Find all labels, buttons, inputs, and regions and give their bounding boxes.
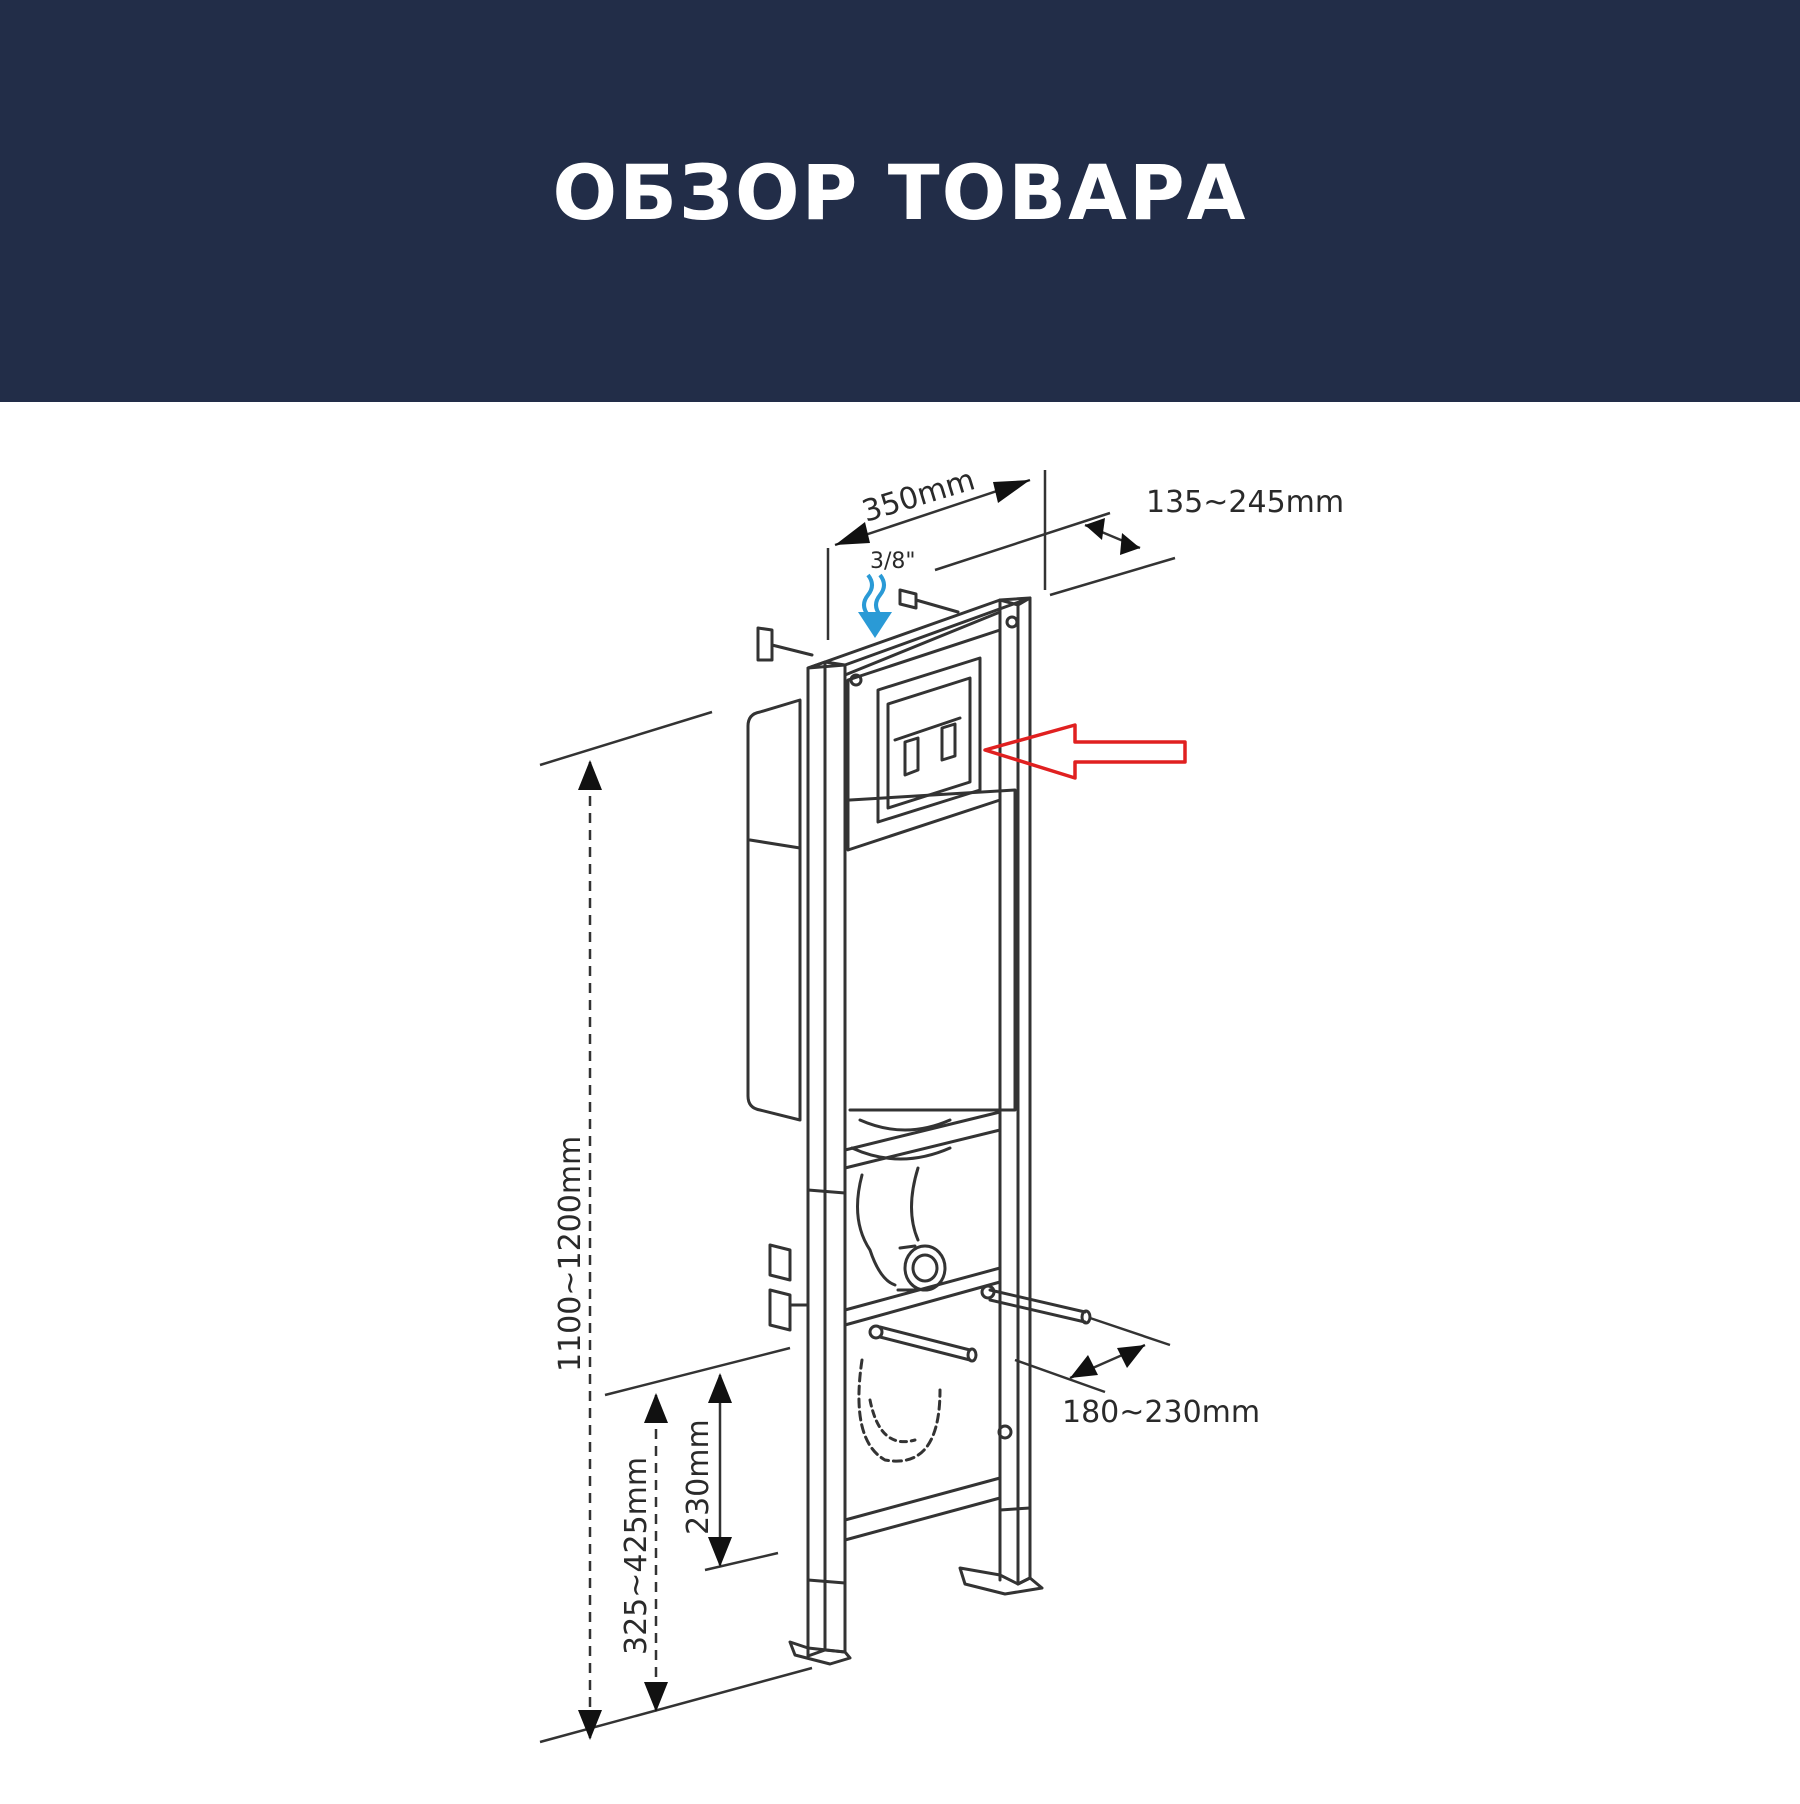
bolt-spacing-label: 230mm: [681, 1419, 716, 1535]
width-extension-lines: [826, 470, 1047, 640]
flush-plate-frame: [846, 615, 1019, 852]
drain-pipe: [856, 1166, 947, 1292]
height-label: 1100~1200mm: [553, 1136, 588, 1372]
installation-diagram: 350mm 135~245mm 3/8" 1100~1200mm 325~425…: [0, 402, 1800, 1800]
depth-extension-lines: [934, 511, 1176, 597]
studs-label: 180~230mm: [1062, 1395, 1260, 1430]
frame-drawing: 350mm 135~245mm 3/8" 1100~1200mm 325~425…: [539, 462, 1344, 1744]
floor-to-outlet-label: 325~425mm: [619, 1457, 654, 1655]
frame-top-rail: [806, 596, 1032, 677]
height-top-extension: [539, 710, 713, 767]
page-title: ОБЗОР ТОВАРА: [552, 148, 1248, 237]
outlet-extension: [604, 1346, 791, 1397]
cistern-tank: [746, 698, 1017, 1161]
header-banner: ОБЗОР ТОВАРА: [0, 0, 1800, 402]
water-inlet-arrow: [858, 573, 892, 638]
water-inlet-label: 3/8": [870, 549, 916, 574]
bolt-extension: [704, 1551, 779, 1572]
wall-hooks: [756, 588, 960, 1332]
width-label: 350mm: [858, 462, 979, 529]
frame-bottom-rail: [843, 1476, 1002, 1542]
frame-middle-rail: [843, 1110, 1002, 1170]
floor-extension: [539, 1666, 813, 1744]
dimension-arrowheads: [578, 480, 1145, 1740]
stud-extension-lines: [1014, 1316, 1171, 1394]
wc-mount-bracket: [843, 1266, 1092, 1363]
flex-hose: [857, 1358, 1013, 1463]
depth-label: 135~245mm: [1146, 485, 1344, 520]
flush-plate-pointer-arrow: [983, 723, 1187, 780]
